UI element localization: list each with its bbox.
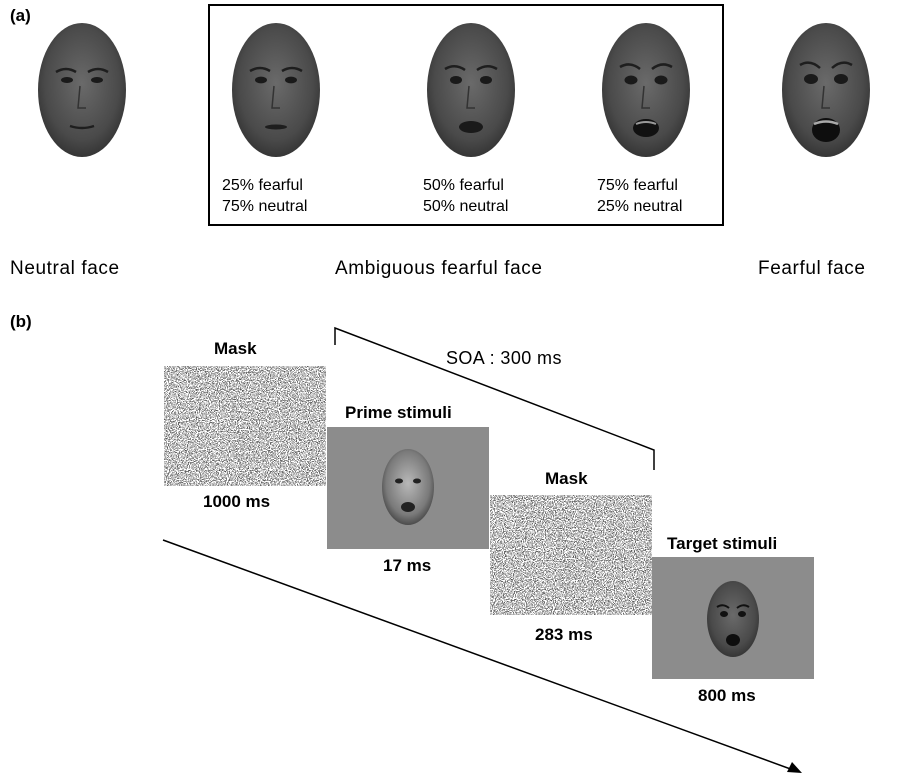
mask-1-duration: 1000 ms: [203, 492, 270, 512]
soa-label: SOA : 300 ms: [446, 348, 562, 369]
mask-1-title: Mask: [214, 339, 257, 359]
time-arrow-head: [787, 762, 802, 773]
prime-stimulus-frame: [327, 427, 489, 549]
prime-face-image: [380, 447, 436, 527]
prime-duration: 17 ms: [383, 556, 431, 576]
target-duration: 800 ms: [698, 686, 756, 706]
target-face-image: [705, 579, 761, 659]
target-title: Target stimuli: [667, 534, 777, 554]
target-stimulus-frame: [652, 557, 814, 679]
mask-1-noise-image: [164, 366, 326, 486]
prime-title: Prime stimuli: [345, 403, 452, 423]
mask-2-duration: 283 ms: [535, 625, 593, 645]
mask-2-title: Mask: [545, 469, 588, 489]
mask-2-noise-image: [490, 495, 652, 615]
